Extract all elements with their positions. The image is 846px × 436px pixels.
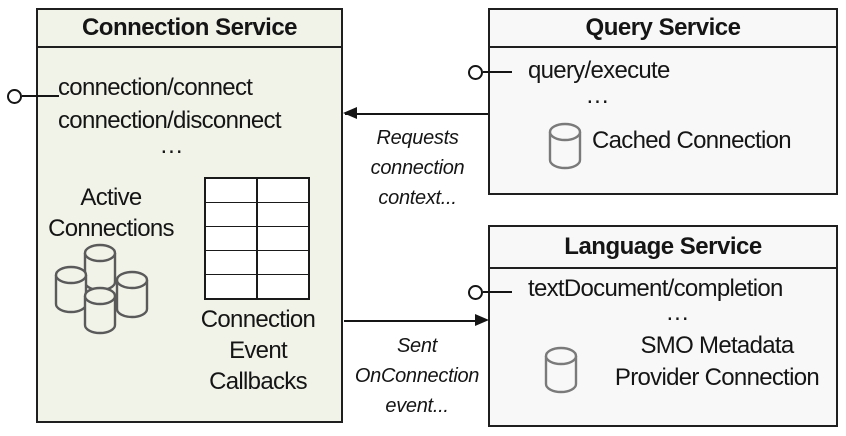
query-service-box: Query Service — [488, 8, 838, 195]
sent-onconnection-label: Sent OnConnection event... — [354, 335, 480, 417]
query-lollipop-stem — [483, 71, 512, 73]
callback-table — [204, 177, 310, 300]
callback-table-cell — [206, 179, 257, 202]
database-cylinder-icon — [548, 122, 582, 170]
callback-table-cell — [206, 203, 257, 226]
language-lollipop-stem — [483, 291, 512, 293]
query-methods: query/execute ... — [528, 54, 670, 109]
method-query-execute: query/execute — [528, 57, 670, 84]
callback-table-cell — [206, 275, 257, 298]
connection-service-title: Connection Service — [81, 14, 298, 41]
active-connections-label: Active Connections — [48, 184, 174, 242]
callback-table-cell — [257, 179, 308, 202]
callback-table-cell — [206, 251, 257, 274]
query-provided-interface-icon — [468, 65, 483, 80]
onconnection-arrowhead-icon — [475, 314, 489, 326]
query-service-header: Query Service — [490, 10, 836, 48]
query-methods-ellipsis: ... — [586, 82, 610, 109]
database-cylinder-icon — [544, 346, 578, 394]
requests-connection-label: Requests connection context... — [370, 127, 465, 209]
callbacks-label: Connection Event Callbacks — [200, 306, 316, 395]
connection-methods-ellipsis: ... — [160, 132, 184, 159]
connection-methods: connection/connect connection/disconnect… — [58, 71, 286, 159]
language-service-box: Language Service — [488, 225, 838, 427]
language-provided-interface-icon — [468, 285, 483, 300]
connection-service-header: Connection Service — [38, 10, 341, 48]
callback-table-cell — [206, 227, 257, 250]
language-service-title: Language Service — [564, 233, 762, 260]
query-service-title: Query Service — [585, 14, 741, 41]
database-cluster-icon — [54, 243, 149, 335]
method-textdocument-completion: textDocument/completion — [528, 275, 783, 302]
callback-table-cell — [257, 203, 308, 226]
callback-table-cell — [257, 251, 308, 274]
callback-table-cell — [257, 227, 308, 250]
method-connection-connect: connection/connect — [58, 74, 253, 101]
requests-arrow-line — [345, 113, 488, 115]
language-methods-ellipsis: ... — [666, 299, 690, 326]
connection-provided-interface-icon — [7, 89, 22, 104]
connection-lollipop-stem — [22, 95, 59, 97]
callback-table-cell — [257, 275, 308, 298]
smo-connection-label: SMO Metadata Provider Connection — [614, 332, 820, 391]
language-methods: textDocument/completion ... — [528, 274, 828, 326]
method-connection-disconnect: connection/disconnect — [58, 107, 281, 134]
requests-arrowhead-icon — [343, 107, 357, 119]
cached-connection-label: Cached Connection — [592, 127, 792, 154]
language-service-header: Language Service — [490, 227, 836, 269]
onconnection-arrow-line — [344, 320, 478, 322]
